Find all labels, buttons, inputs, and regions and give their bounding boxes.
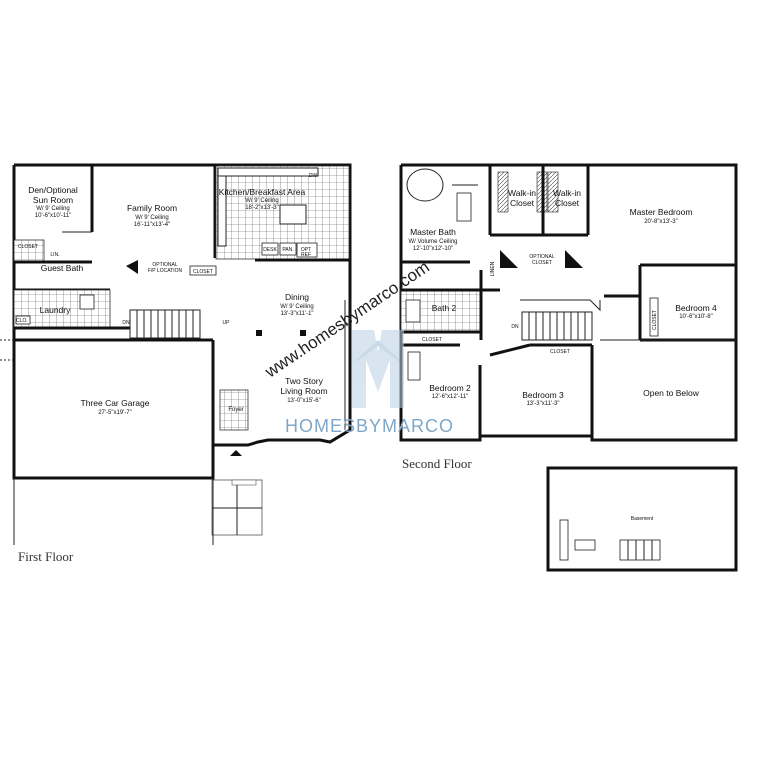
stairs-first-floor [129,309,201,339]
basement [546,466,738,572]
clo-label: CLO. [16,318,28,324]
stairs-up-label: UP [223,320,231,326]
laundry-label: Laundry [40,305,71,315]
second-floor [399,163,738,442]
closet-label: CLOSET [18,244,38,250]
desk-label: DESK [263,247,277,253]
kitchen-dims: 18'-2"x13'-3" [245,205,279,211]
walk-in-closet-2-label-2: Closet [555,198,580,208]
foyer-label: Foyer [228,407,243,413]
den-label: Den/Optional [28,185,78,195]
second-floor-title: Second Floor [402,456,472,471]
walk-in-closet-1-label-2: Closet [510,198,535,208]
closet-bedroom-3-label: CLOSET [550,349,570,355]
closet-bedroom-4-label: CLOSET [652,310,658,330]
watermark-brand: HOMESBYMARCO [285,416,454,436]
den-label-2: Sun Room [33,195,73,205]
stairs-down-label: DN [122,320,130,326]
bath-2-label: Bath 2 [432,303,457,313]
guest-bath-label: Guest Bath [41,263,84,273]
den-dims: 10'-6"x10'-11" [35,213,71,219]
living-label: Two Story [285,376,324,386]
second-floor-labels: Master Bath W/ Volume Ceiling 12'-10"x12… [402,188,717,522]
first-floor-outer-wall [12,163,352,480]
bedroom-2-label: Bedroom 2 [429,383,471,393]
linen-label: LIN. [50,252,59,258]
bedroom-4-label: Bedroom 4 [675,303,717,313]
dw-label: DW [309,173,318,179]
walk-in-closet-2-label: Walk-in [553,188,581,198]
watermark: www.homesbymarco.com HOMESBYMARCO [261,257,454,436]
dining-label: Dining [285,292,309,302]
family-room-dims: 16'-11"x13'-4" [134,222,170,228]
bedroom-2-dims: 12'-6"x12'-11" [432,394,468,400]
stairs-down-label-2f: DN [511,324,519,330]
living-label-2: Living Room [280,386,327,396]
front-walk [211,479,263,536]
first-floor [0,163,352,545]
basement-label: Basement [631,516,654,522]
dining-ceiling: W/ 9' Ceiling [280,304,314,310]
master-bath-label: Master Bath [410,227,456,237]
family-room-ceiling: W/ 9' Ceiling [135,215,169,221]
den-ceiling: W/ 9' Ceiling [36,206,70,212]
stairs-second-floor [521,311,593,341]
dining-dims: 13'-3"x11'-1" [280,311,313,317]
garage-label: Three Car Garage [81,398,150,408]
master-bath-ceiling: W/ Volume Ceiling [408,239,457,245]
first-floor-title: First Floor [18,549,74,564]
bedroom-3-dims: 13'-3"x11'-3" [526,401,559,407]
pantry-label: PAN. [282,247,293,253]
walk-in-closet-1-label: Walk-in [508,188,536,198]
bedroom-4-dims: 10'-6"x10'-8" [679,314,713,320]
foyer-tile-floor [219,389,249,431]
fireplace-label-2: F/P LOCATION [148,268,183,274]
linen-label-2f: LINEN [490,261,496,276]
master-bath-dims: 12'-10"x12'-10" [413,246,453,252]
tub [406,168,444,202]
fireplace-icon [126,260,138,274]
entry-arrow-icon [230,450,242,456]
master-bedroom-dims: 20'-8"x13'-3" [644,219,678,225]
closet-bedroom-2-label: CLOSET [422,337,442,343]
optional-closet-label-2: CLOSET [532,260,552,266]
kitchen-label: Kitchen/Breakfast Area [219,187,306,197]
kitchen-island [279,204,307,225]
fireplace-label: OPTIONAL [152,262,178,268]
closet-2-label: CLOSET [193,269,213,275]
first-floor-labels: Den/Optional Sun Room W/ 9' Ceiling 10'-… [16,173,327,564]
family-room-label: Family Room [127,203,177,213]
bedroom-3-label: Bedroom 3 [522,390,564,400]
optional-closet-label: OPTIONAL [529,254,555,260]
open-to-below-label: Open to Below [643,388,700,398]
kitchen-ceiling: W/ 9' Ceiling [245,198,279,204]
ref-label: REF [301,252,311,258]
opt-label: OPT [301,247,311,253]
living-dims: 13'-0"x15'-6" [287,398,321,404]
watermark-logo-icon [352,330,404,408]
garage-dims: 27'-5"x19'-7" [98,410,132,416]
master-bedroom-label: Master Bedroom [630,207,693,217]
